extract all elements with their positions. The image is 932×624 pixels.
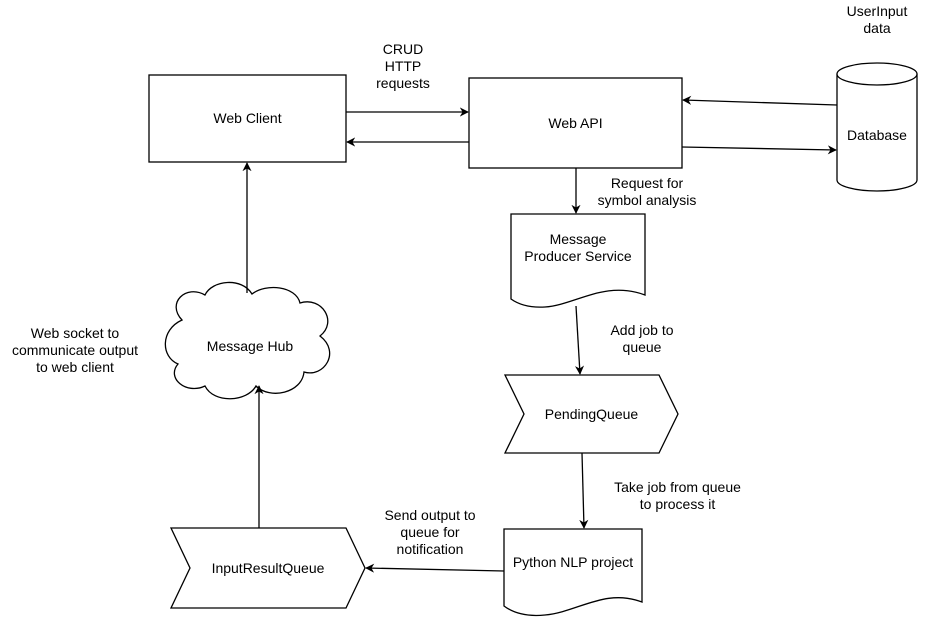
arrow-nlp-to-inputresultqueue xyxy=(365,563,505,573)
take-job-line2: to process it xyxy=(639,496,716,512)
crud-line2: HTTP xyxy=(384,58,422,74)
web-socket-line1: Web socket to xyxy=(30,325,120,341)
send-output-line1: Send output to xyxy=(384,507,476,523)
input-result-queue-text: InputResultQueue xyxy=(211,559,325,576)
crud-line1: CRUD xyxy=(382,41,424,57)
input-result-queue-label: InputResultQueue xyxy=(171,528,365,608)
web-api-box[interactable] xyxy=(468,77,683,169)
pending-queue-text: PendingQueue xyxy=(544,405,639,422)
message-producer-line2: Producer Service xyxy=(524,248,632,264)
message-hub-cloud[interactable] xyxy=(164,281,331,400)
python-nlp-text: Python NLP project xyxy=(512,553,634,570)
message-producer-line1: Message xyxy=(549,231,607,247)
arrow-database-to-webapi xyxy=(682,95,838,106)
take-job-label: Take job from queue to process it xyxy=(600,479,755,513)
web-socket-line2: communicate output xyxy=(11,342,139,358)
message-producer-label: Message Producer Service xyxy=(511,230,645,266)
database-cylinder[interactable] xyxy=(836,62,918,192)
python-nlp-label: Python NLP project xyxy=(504,545,642,579)
message-hub-label: Message Hub xyxy=(170,328,330,364)
arrow-webapi-to-database xyxy=(681,145,837,155)
arrow-pendingqueue-to-nlp xyxy=(579,452,589,529)
add-job-label: Add job to queue xyxy=(597,322,687,356)
pending-queue-shape[interactable] xyxy=(503,374,679,454)
crud-line3: requests xyxy=(376,75,430,91)
web-api-text: Web API xyxy=(548,114,603,131)
web-socket-line3: to web client xyxy=(36,359,114,375)
crud-http-label: CRUD HTTP requests xyxy=(353,41,453,92)
add-job-line1: Add job to xyxy=(610,322,674,338)
userinput-line2: data xyxy=(863,20,891,36)
database-label: Database xyxy=(837,105,917,165)
take-job-line1: Take job from queue xyxy=(614,479,741,495)
web-client-box[interactable] xyxy=(148,74,347,163)
request-symbol-line1: Request for xyxy=(610,175,684,191)
web-socket-label: Web socket to communicate output to web … xyxy=(0,325,150,376)
message-hub-text: Message Hub xyxy=(206,337,294,354)
userinput-line1: UserInput xyxy=(846,3,908,19)
web-client-text: Web Client xyxy=(213,110,282,126)
send-output-label: Send output to queue for notification xyxy=(372,507,488,558)
web-api-label: Web API xyxy=(469,78,682,168)
userinput-data-label: UserInput data xyxy=(827,3,927,37)
message-producer-document[interactable] xyxy=(510,213,646,308)
input-result-queue-shape[interactable] xyxy=(169,527,366,609)
add-job-line2: queue xyxy=(622,339,662,355)
request-symbol-line2: symbol analysis xyxy=(597,192,697,208)
arrow-producer-to-pendingqueue xyxy=(574,305,585,375)
send-output-line3: notification xyxy=(396,541,464,557)
request-symbol-label: Request for symbol analysis xyxy=(582,175,712,209)
database-text: Database xyxy=(847,126,907,143)
web-client-label: Web Client xyxy=(149,75,346,162)
send-output-line2: queue for xyxy=(400,524,460,540)
pending-queue-label: PendingQueue xyxy=(505,375,678,453)
python-nlp-document[interactable] xyxy=(503,528,643,617)
